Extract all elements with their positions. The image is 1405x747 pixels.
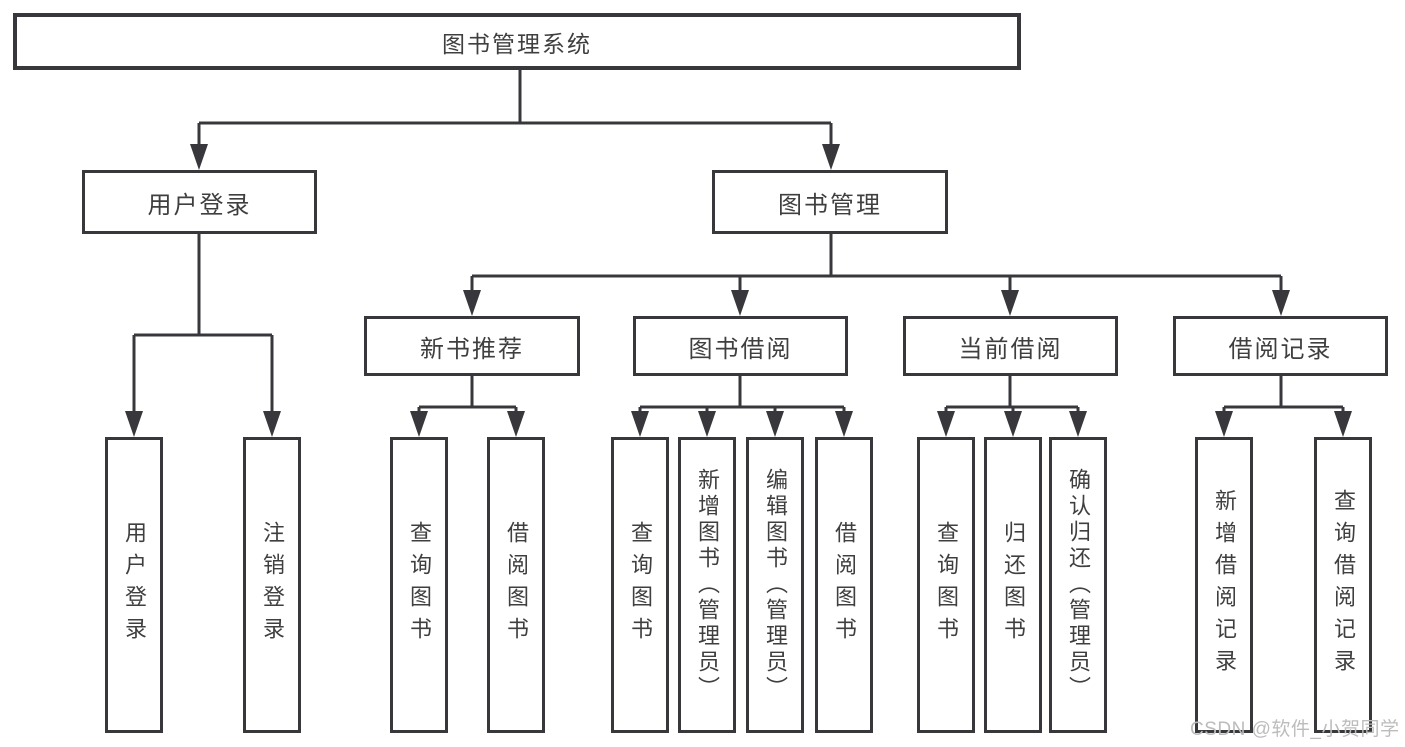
leaf-borrow-books-recommend: 借阅图书 (487, 437, 545, 733)
node-book-management: 图书管理 (712, 170, 948, 234)
node-label: 用户登录 (147, 191, 252, 219)
node-label: 图书管理系统 (442, 30, 592, 57)
leaf-add-borrow-record: 新增借阅记录 (1195, 437, 1253, 733)
leaf-query-borrow-record: 查询借阅记录 (1314, 437, 1372, 733)
node-borrowing-records: 借阅记录 (1173, 316, 1388, 376)
leaf-query-books-borrowing: 查询图书 (611, 437, 669, 733)
leaf-borrow-books-borrowing: 借阅图书 (815, 437, 873, 733)
leaf-add-book-admin: 新增图书（管理员） (678, 437, 736, 733)
node-label: 借阅记录 (1228, 335, 1333, 363)
leaf-label: 新增图书（管理员） (695, 468, 720, 702)
leaf-label: 确认归还（管理员） (1066, 468, 1091, 702)
leaf-label: 注销登录 (260, 521, 285, 649)
node-label: 新书推荐 (420, 335, 524, 363)
leaf-label: 编辑图书（管理员） (763, 468, 788, 702)
leaf-label: 借阅图书 (504, 521, 529, 649)
watermark: CSDN @软件_小贺同学 (1190, 719, 1400, 740)
node-label: 当前借阅 (958, 335, 1063, 363)
node-label: 图书管理 (778, 191, 882, 219)
leaf-label: 归还图书 (1001, 521, 1026, 649)
leaf-label: 用户登录 (122, 521, 147, 649)
node-library-management-system: 图书管理系统 (13, 13, 1021, 70)
node-user-login: 用户登录 (82, 170, 317, 234)
leaf-label: 借阅图书 (832, 521, 857, 649)
leaf-label: 查询图书 (628, 521, 653, 649)
leaf-label: 查询图书 (934, 521, 959, 649)
leaf-user-login: 用户登录 (105, 437, 163, 733)
node-book-borrowing: 图书借阅 (633, 316, 848, 376)
node-new-book-recommendation: 新书推荐 (364, 316, 580, 376)
node-label: 图书借阅 (688, 335, 793, 363)
leaf-query-books-recommend: 查询图书 (390, 437, 448, 733)
leaf-label: 查询借阅记录 (1331, 489, 1356, 681)
leaf-label: 新增借阅记录 (1212, 489, 1237, 681)
node-current-borrowing: 当前借阅 (903, 316, 1118, 376)
tree-branch-lines (134, 70, 1343, 409)
leaf-confirm-return-admin: 确认归还（管理员） (1049, 437, 1107, 733)
leaf-label: 查询图书 (407, 521, 432, 649)
leaf-return-books: 归还图书 (984, 437, 1042, 733)
leaf-logout: 注销登录 (243, 437, 301, 733)
leaf-edit-book-admin: 编辑图书（管理员） (746, 437, 804, 733)
leaf-query-books-current: 查询图书 (917, 437, 975, 733)
